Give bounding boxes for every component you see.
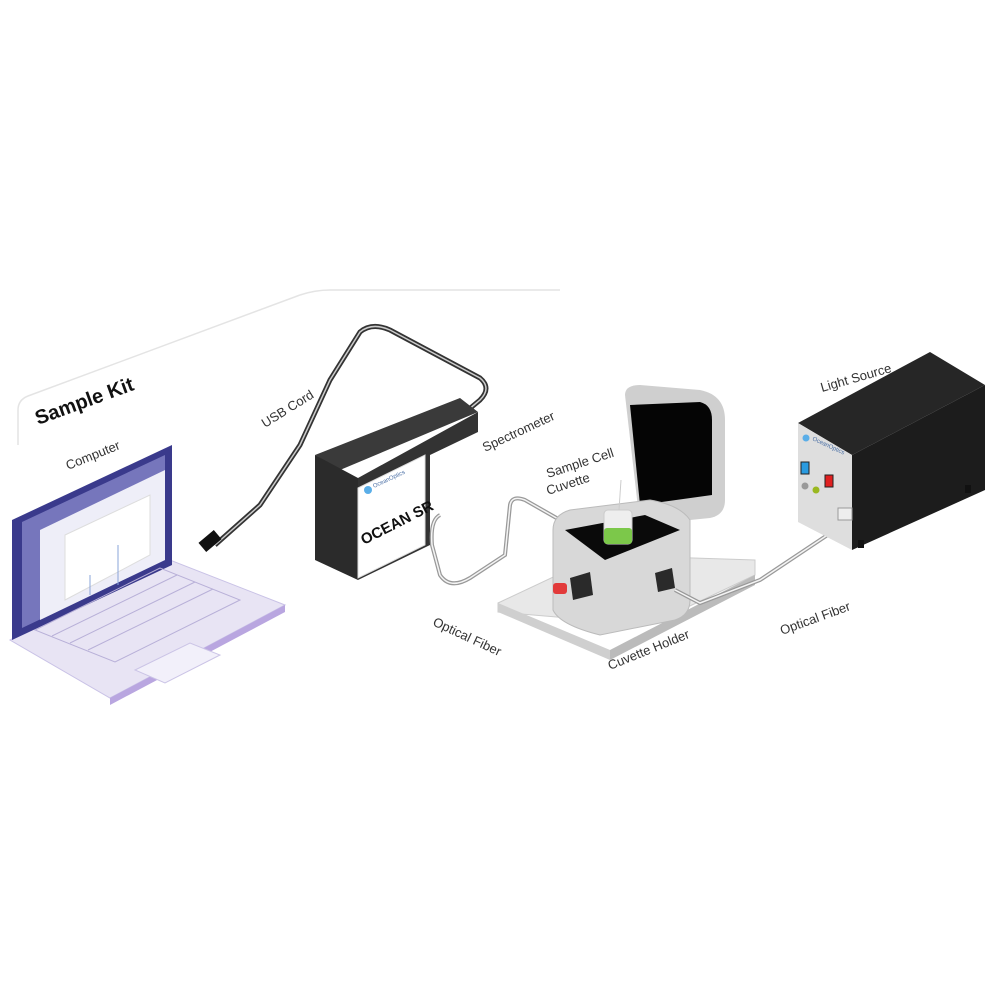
usb-plug bbox=[198, 529, 222, 553]
label-computer: Computer bbox=[64, 437, 123, 473]
red-cap bbox=[553, 583, 567, 594]
green-indicator bbox=[812, 486, 820, 494]
kit-title: Sample Kit bbox=[32, 374, 137, 430]
kit-panel-outline bbox=[17, 289, 560, 445]
label-optical-fiber-right: Optical Fiber bbox=[778, 598, 853, 638]
keyboard bbox=[33, 567, 242, 663]
blue-switch bbox=[800, 461, 810, 475]
light-source: OceanOptics bbox=[798, 352, 985, 550]
trackpad bbox=[133, 642, 222, 684]
laptop-computer bbox=[8, 445, 287, 705]
red-switch bbox=[824, 474, 834, 488]
label-optical-fiber-left: Optical Fiber bbox=[431, 614, 505, 659]
oceanoptics-logo-icon bbox=[364, 486, 372, 494]
oceanoptics-logo-icon bbox=[802, 434, 810, 442]
optical-fiber-left bbox=[429, 496, 561, 586]
label-spectrometer: Spectrometer bbox=[480, 408, 558, 455]
spectrometer: OceanOptics OCEAN SR bbox=[315, 398, 478, 580]
